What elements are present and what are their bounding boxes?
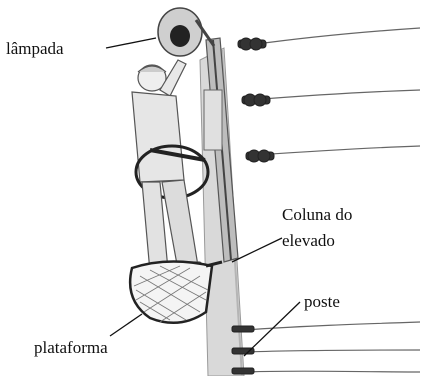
label-coluna-line1: Coluna do bbox=[282, 206, 352, 223]
label-lampada: lâmpada bbox=[6, 40, 64, 57]
worker bbox=[132, 60, 208, 278]
power-wires bbox=[245, 28, 420, 372]
label-coluna-line2: elevado bbox=[282, 232, 335, 249]
label-poste: poste bbox=[304, 293, 340, 310]
leader-plataforma bbox=[110, 314, 142, 336]
leader-coluna bbox=[232, 238, 282, 262]
leader-lampada bbox=[106, 38, 156, 48]
street-lamp bbox=[158, 8, 214, 56]
label-plataforma: plataforma bbox=[34, 339, 108, 356]
